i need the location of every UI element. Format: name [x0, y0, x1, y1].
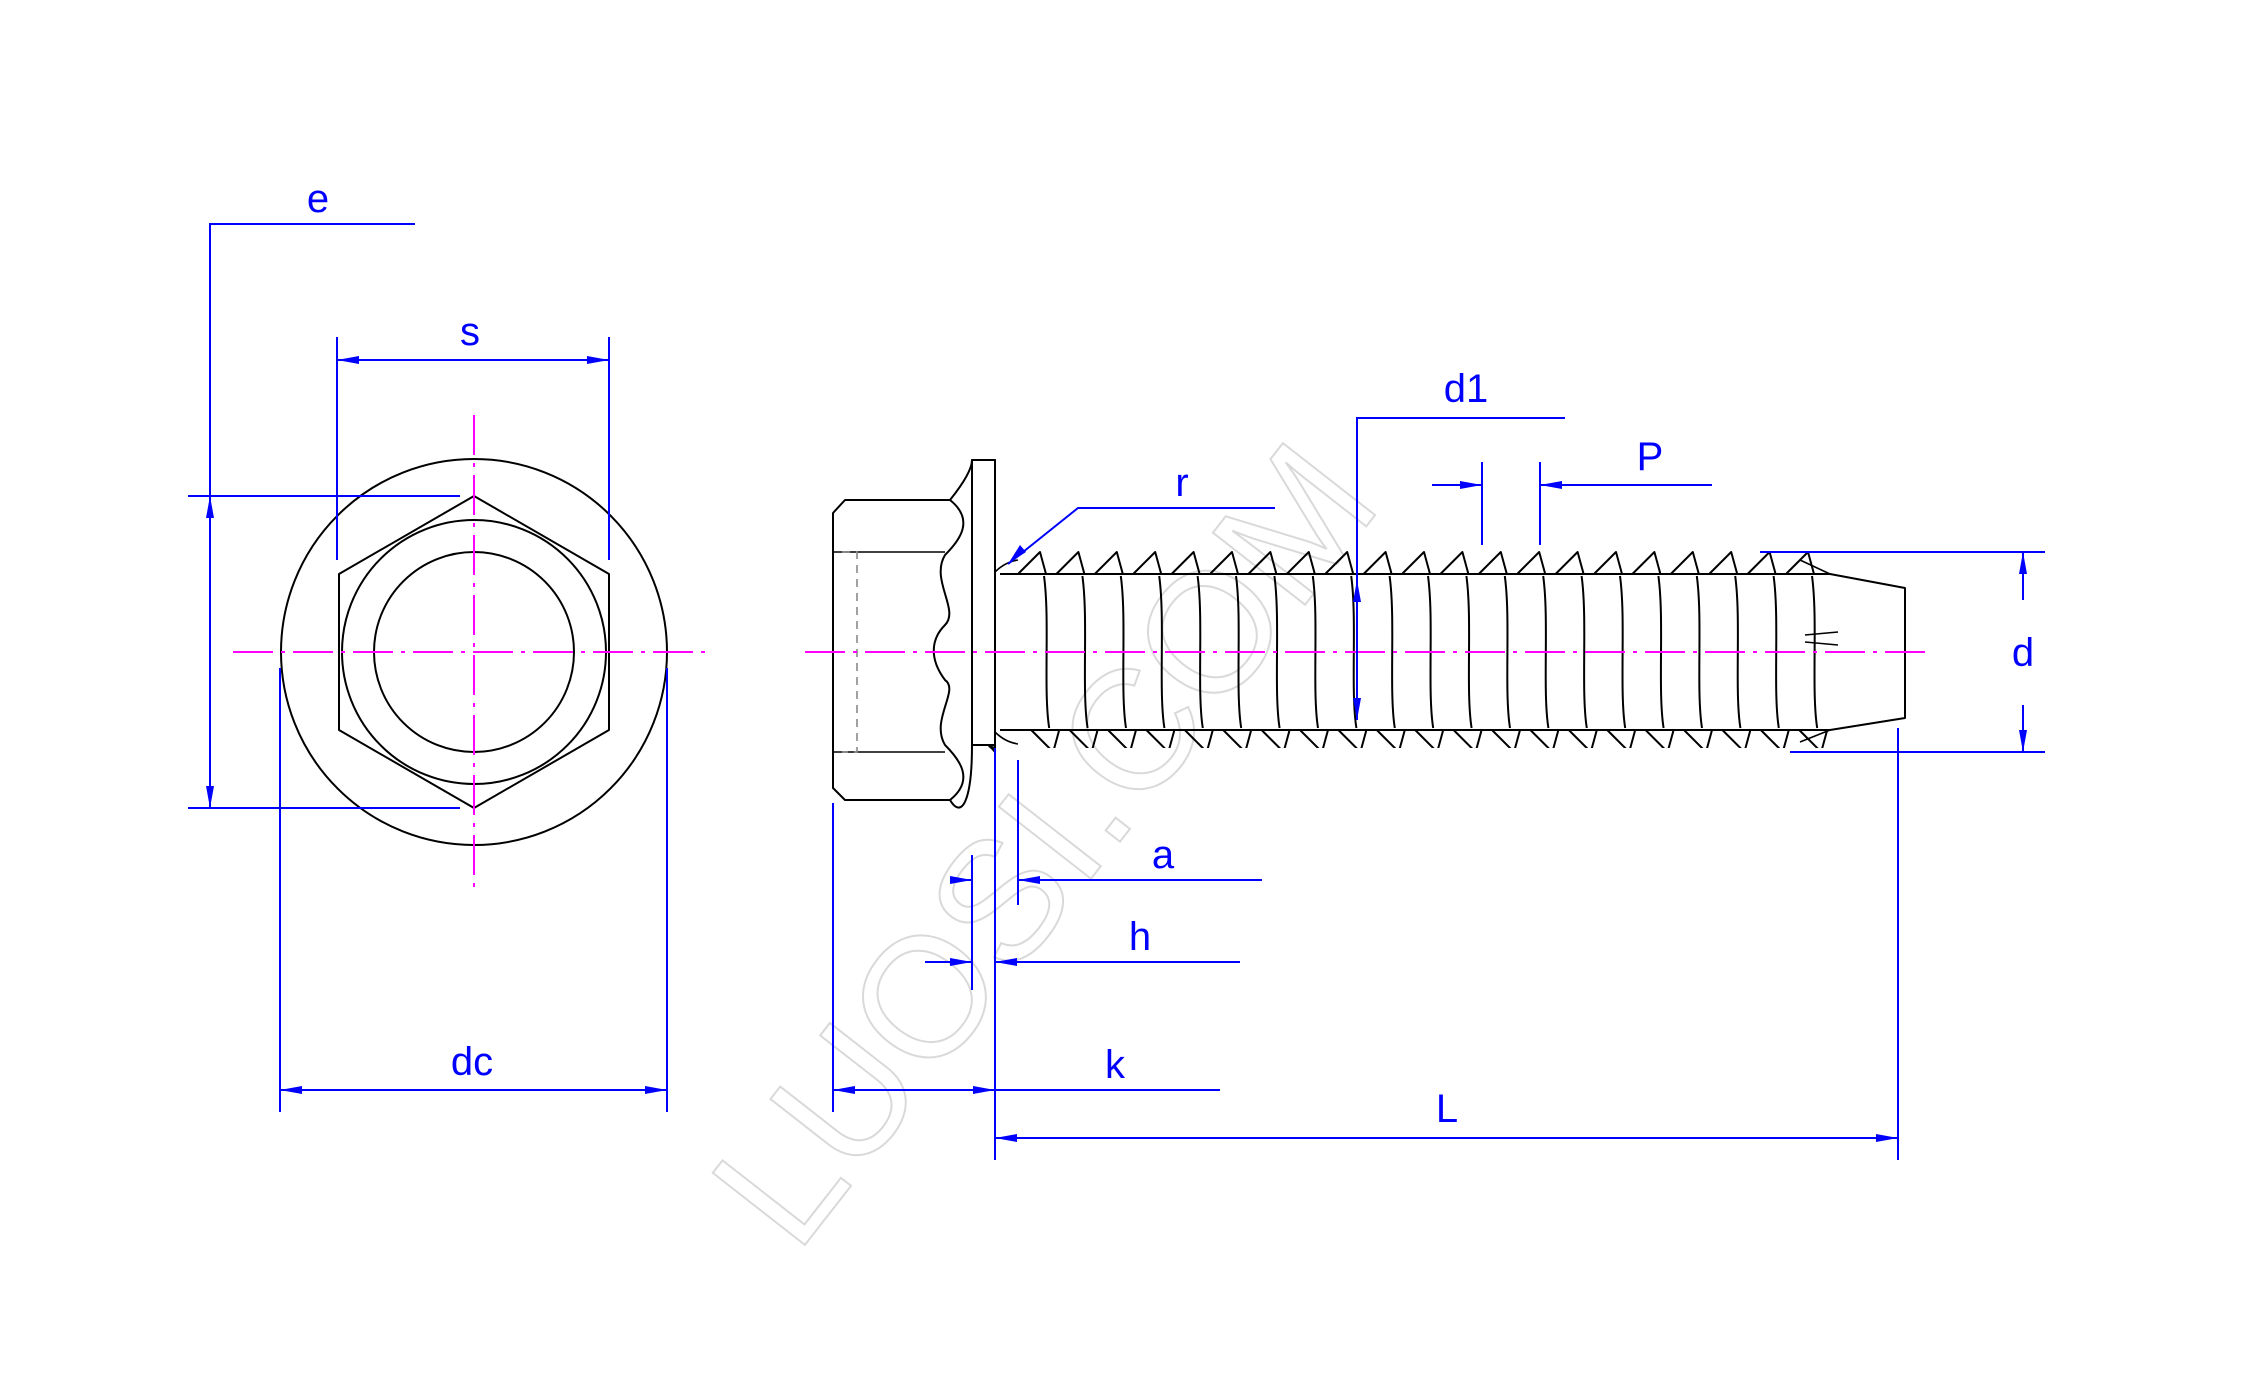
dim-e-leader: [209, 223, 415, 495]
dim-d1-leader: [1356, 417, 1565, 720]
dim-e-arrow-bottom: [206, 786, 214, 808]
label-a: a: [1152, 833, 1175, 877]
hex-head-side: [832, 499, 965, 801]
dim-d-arrow-bottom: [2019, 730, 2027, 752]
label-dc: dc: [451, 1040, 493, 1084]
watermark: LUOSI.COM: [676, 410, 1413, 1279]
dim-e-arrow-top: [206, 496, 214, 518]
dim-dc-arrow-right: [645, 1086, 667, 1094]
dimensions: e s dc r d1 P: [188, 177, 2045, 1160]
label-h: h: [1129, 915, 1151, 959]
label-l: L: [1436, 1087, 1458, 1131]
label-e: e: [307, 177, 329, 221]
dim-r-arrow: [1008, 545, 1026, 564]
dim-h-arrow-right: [995, 958, 1017, 966]
label-k: k: [1105, 1043, 1126, 1087]
dim-p-arrow-right: [1540, 481, 1562, 489]
label-d: d: [2012, 631, 2034, 675]
dim-k-arrow-right: [973, 1086, 995, 1094]
thread-crests: [1017, 551, 1829, 748]
label-d1: d1: [1444, 367, 1489, 411]
dim-a-arrow-right: [1018, 876, 1040, 884]
side-view: [805, 459, 1930, 809]
dim-d1-arrow-top: [1353, 580, 1361, 602]
flange-plate: [971, 459, 996, 746]
dim-k-arrow-left: [833, 1086, 855, 1094]
label-s: s: [460, 310, 480, 354]
dim-d1-arrow-bottom: [1353, 698, 1361, 720]
dim-s-arrow-left: [337, 356, 359, 364]
dim-r-leader: [1007, 507, 1275, 565]
dim-l-arrow-right: [1876, 1134, 1898, 1142]
dim-l-arrow-left: [995, 1134, 1017, 1142]
label-p: P: [1637, 435, 1664, 479]
front-view: [233, 415, 713, 890]
underhead-radius: [994, 559, 1019, 745]
flange-washer: [949, 459, 996, 809]
dim-d-arrow-top: [2019, 552, 2027, 574]
tip-notch: [1804, 631, 1839, 646]
dim-h-arrow-left: [950, 958, 972, 966]
dim-dc-arrow-left: [280, 1086, 302, 1094]
thread-profile: [1017, 551, 1829, 748]
tip-point: [1799, 559, 1831, 743]
dim-s-arrow-right: [587, 356, 609, 364]
dim-a-arrow-left: [950, 876, 972, 884]
dim-p-arrow-left: [1460, 481, 1482, 489]
label-r: r: [1175, 461, 1188, 505]
